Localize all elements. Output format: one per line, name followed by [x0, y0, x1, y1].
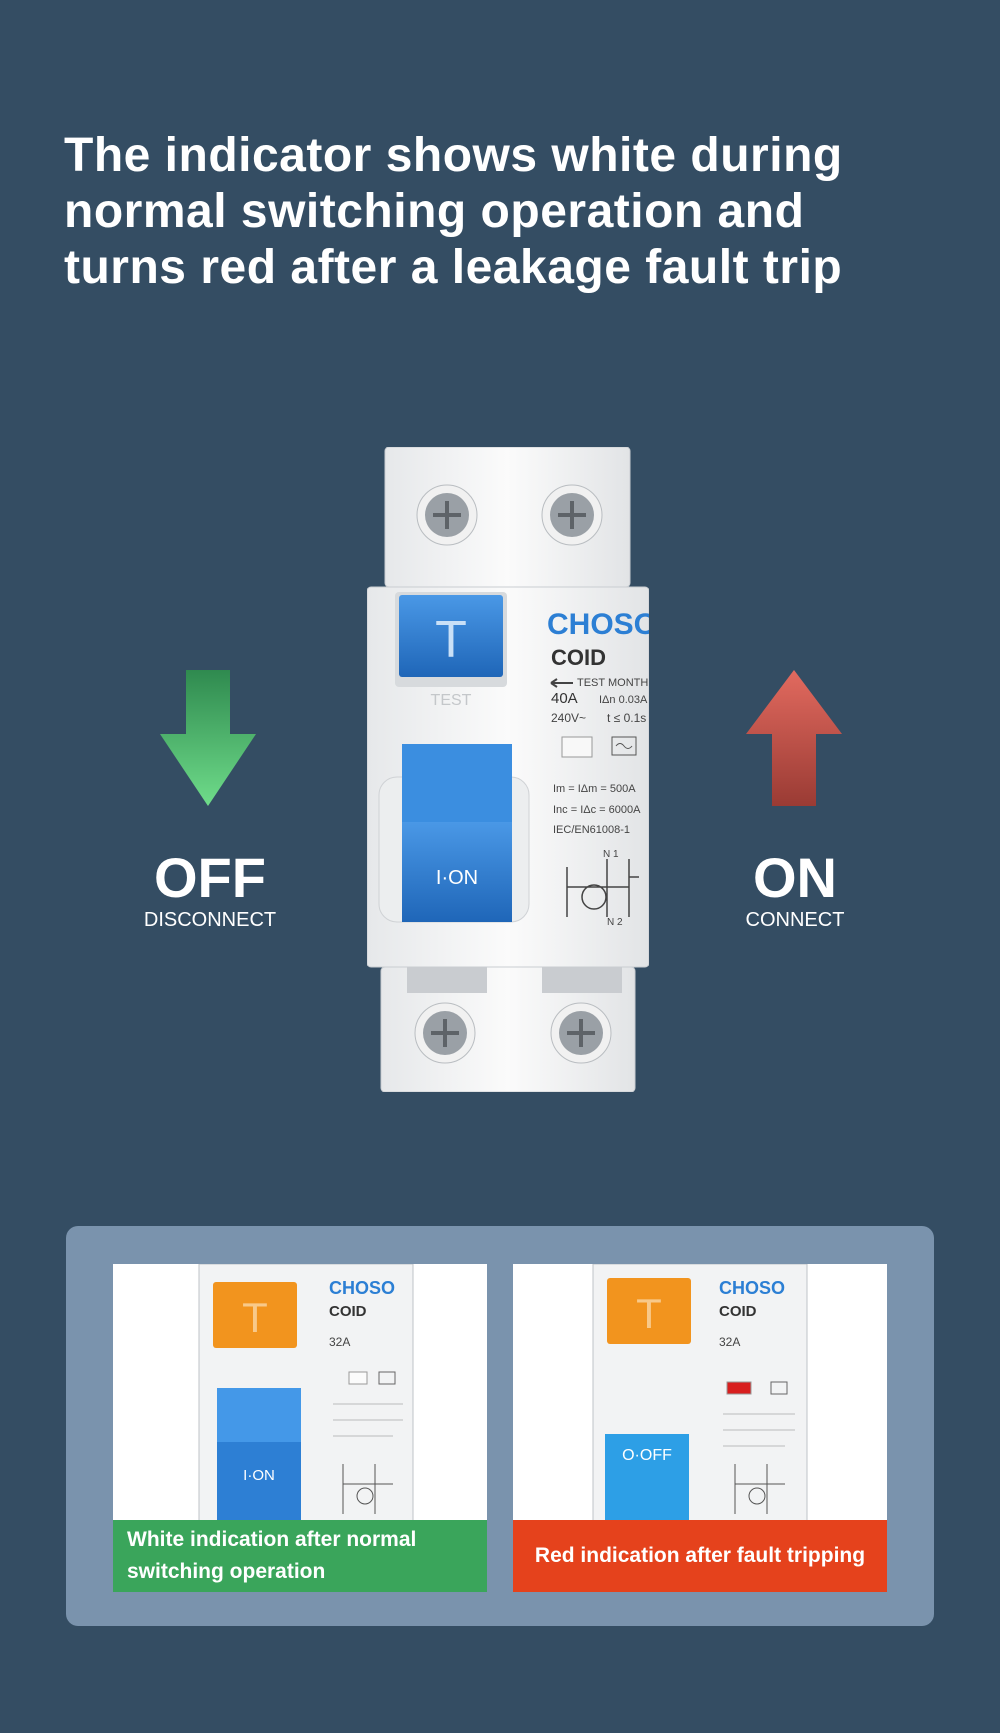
svg-text:Inc = IΔc = 6000A: Inc = IΔc = 6000A [553, 804, 641, 816]
svg-text:CHOSO: CHOSO [719, 1278, 785, 1298]
off-sublabel: DISCONNECT [143, 909, 277, 931]
svg-text:O·OFF: O·OFF [622, 1447, 672, 1464]
on-label: ON [753, 846, 837, 909]
svg-text:T: T [636, 1290, 662, 1337]
arrow-up-icon [746, 670, 842, 806]
indicator-comparison-panel: T I·ON CHOSO COID 32A White indication a… [66, 1226, 934, 1626]
red-indication-caption: Red indication after fault tripping [513, 1520, 887, 1592]
svg-text:I·ON: I·ON [436, 867, 478, 889]
svg-text:240V~: 240V~ [551, 711, 586, 725]
svg-text:T: T [242, 1294, 268, 1341]
headline: The indicator shows white during normal … [64, 128, 964, 296]
white-indication-card: T I·ON CHOSO COID 32A White indication a… [113, 1264, 487, 1592]
svg-text:COID: COID [329, 1303, 367, 1320]
terminal-screw-icon [414, 484, 612, 1064]
svg-text:32A: 32A [719, 1335, 740, 1349]
white-indication-caption: White indication after normal switching … [113, 1520, 487, 1592]
headline-line-3: turns red after a leakage fault trip [64, 241, 843, 294]
svg-text:COID: COID [551, 645, 606, 670]
red-fault-indicator [726, 1381, 752, 1395]
svg-text:Im = IΔm = 500A: Im = IΔm = 500A [553, 783, 636, 795]
svg-text:IEC/EN61008-1: IEC/EN61008-1 [553, 824, 630, 836]
svg-text:T: T [435, 611, 467, 669]
white-caption-line-1: White indication after normal [127, 1528, 417, 1551]
headline-line-2: normal switching operation and [64, 185, 805, 238]
svg-text:TEST MONTHLY: TEST MONTHLY [577, 677, 649, 689]
off-label: OFF [154, 846, 266, 909]
red-indication-card: T O·OFF CHOSO COID 32A Red indication af… [513, 1264, 887, 1592]
svg-text:COID: COID [719, 1303, 757, 1320]
svg-text:TEST: TEST [431, 692, 472, 709]
arrow-down-icon [160, 670, 256, 806]
svg-text:IΔn 0.03A: IΔn 0.03A [599, 694, 648, 706]
svg-text:N 1: N 1 [603, 849, 619, 860]
rcd-device-illustration: T TEST I·ON CHOSO COID TEST MONTHLY 40A … [367, 447, 649, 1092]
svg-text:40A: 40A [551, 690, 578, 707]
svg-text:CHOSO: CHOSO [329, 1278, 395, 1298]
rcd-closeup-on-illustration: T I·ON CHOSO COID 32A [198, 1264, 414, 1524]
svg-text:CHOSO: CHOSO [547, 608, 649, 641]
headline-line-1: The indicator shows white during [64, 129, 843, 182]
on-sublabel: CONNECT [745, 909, 845, 931]
svg-text:t ≤ 0.1s: t ≤ 0.1s [607, 711, 646, 725]
rcd-closeup-off-illustration: T O·OFF CHOSO COID 32A [592, 1264, 808, 1524]
svg-text:32A: 32A [329, 1335, 350, 1349]
white-caption-line-2: switching operation [127, 1560, 326, 1583]
on-indicator: ON CONNECT [705, 848, 885, 932]
svg-text:N 2: N 2 [607, 917, 623, 928]
svg-text:I·ON: I·ON [243, 1467, 275, 1484]
off-indicator: OFF DISCONNECT [120, 848, 300, 932]
